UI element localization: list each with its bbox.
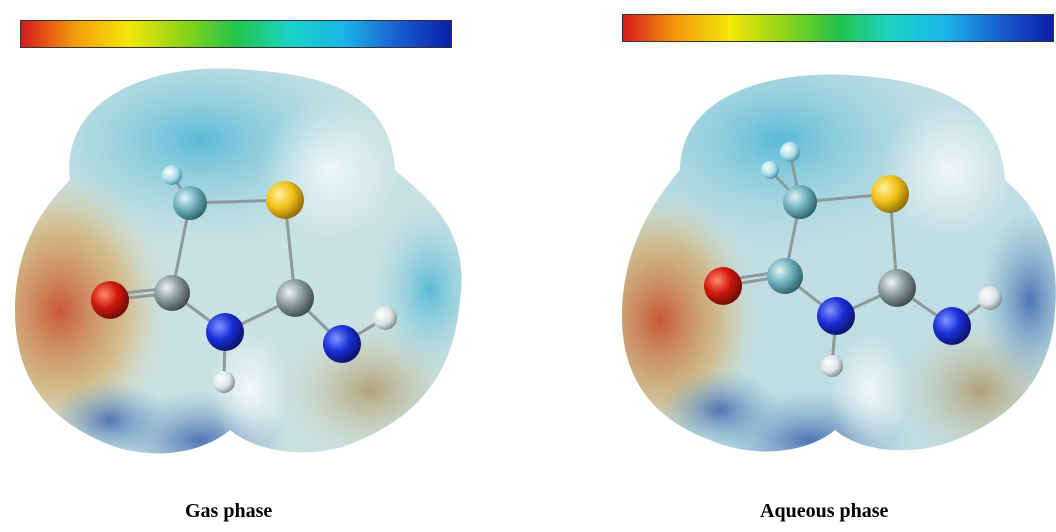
- hydrogen-atom: [373, 306, 397, 330]
- potential-surface: [621, 74, 1056, 452]
- carbon-atom: [783, 185, 817, 219]
- potential-color-scale: [20, 20, 452, 48]
- nitrogen-atom: [817, 297, 855, 335]
- sulfur-atom: [871, 175, 909, 213]
- molecule-model: [91, 165, 397, 393]
- nitrogen-atom: [206, 313, 244, 351]
- carbon-atom: [154, 275, 190, 311]
- hydrogen-atom: [162, 165, 182, 185]
- hydrogen-atom: [213, 371, 235, 393]
- oxygen-atom: [91, 281, 129, 319]
- carbon-atom: [878, 269, 916, 307]
- oxygen-atom: [704, 267, 742, 305]
- sulfur-atom: [266, 181, 304, 219]
- hydrogen-atom: [761, 161, 779, 179]
- panel-gas-phase: Gas phase: [0, 0, 470, 532]
- carbon-atom: [276, 279, 314, 317]
- carbon-atom: [173, 186, 207, 220]
- nitrogen-atom: [933, 307, 971, 345]
- electrostatic-potential-map: [621, 74, 1056, 452]
- hydrogen-atom: [978, 286, 1002, 310]
- nitrogen-atom: [323, 325, 361, 363]
- panel-aqueous-phase: Aqueous phase: [600, 0, 1056, 532]
- panel-caption: Aqueous phase: [760, 500, 889, 522]
- potential-surface: [15, 68, 462, 454]
- electrostatic-potential-map: [15, 68, 462, 454]
- hydrogen-atom: [780, 142, 800, 162]
- hydrogen-atom: [821, 355, 843, 377]
- carbon-atom: [767, 258, 803, 294]
- potential-color-scale: [622, 14, 1054, 42]
- molecule-model: [704, 142, 1002, 377]
- panel-caption: Gas phase: [185, 500, 273, 522]
